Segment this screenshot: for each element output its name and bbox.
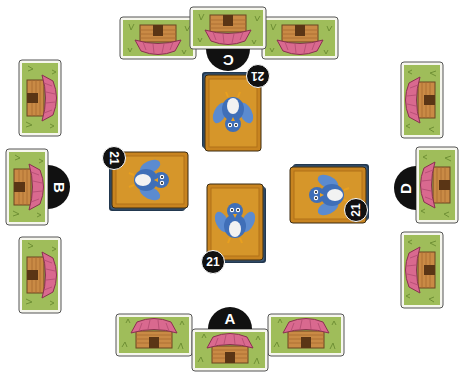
player-letter: B bbox=[52, 182, 67, 193]
player-marker: D bbox=[394, 166, 416, 210]
count-number: 21 bbox=[108, 151, 120, 164]
player-marker: B bbox=[48, 165, 70, 209]
player-marker: C bbox=[206, 49, 250, 71]
count-number: 21 bbox=[206, 256, 219, 268]
deck-count: 21 bbox=[201, 250, 225, 274]
count-number: 21 bbox=[251, 70, 264, 82]
player-letter: A bbox=[225, 311, 236, 326]
player-letter: C bbox=[223, 53, 234, 68]
player-letter: D bbox=[398, 183, 413, 194]
deck-count: 21 bbox=[344, 198, 368, 222]
deck-count: 21 bbox=[102, 146, 126, 170]
count-number: 21 bbox=[350, 203, 362, 216]
player-marker: A bbox=[208, 307, 252, 329]
deck-count: 21 bbox=[246, 64, 270, 88]
